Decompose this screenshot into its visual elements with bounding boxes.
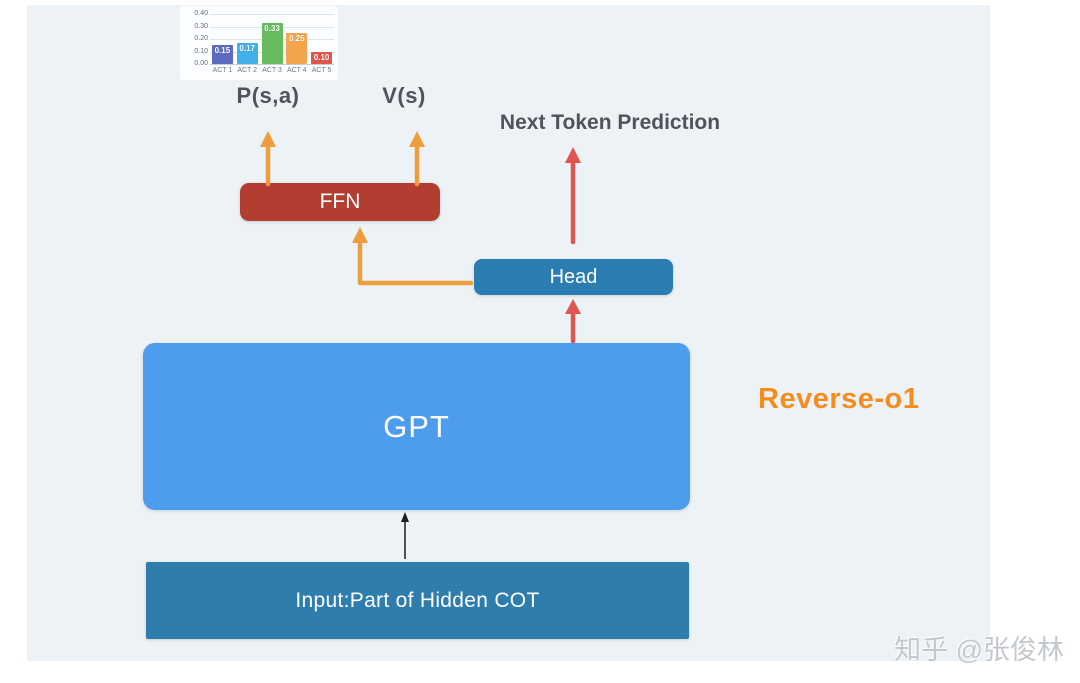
chart-bar-value-label: 0.17	[239, 43, 255, 53]
chart-bar-value-label: 0.25	[289, 33, 305, 43]
chart-xcat-label: ACT 3	[262, 67, 282, 74]
input-box-label: Input:Part of Hidden COT	[295, 588, 540, 612]
reverse-o1-title: Reverse-o1	[758, 383, 920, 415]
chart-xcat-label: ACT 1	[212, 67, 233, 74]
next-token-prediction-label: Next Token Prediction	[499, 111, 721, 134]
value-output-label: V(s)	[382, 83, 426, 108]
ffn-box-label: FFN	[319, 190, 361, 213]
zhihu-watermark: 知乎 @张俊林	[894, 635, 1064, 665]
input-box: Input:Part of Hidden COT	[146, 562, 689, 639]
chart-bar-value-label: 0.33	[264, 23, 280, 33]
chart-bar-act3: 0.33	[261, 22, 283, 64]
chart-bar-act1: 0.15	[211, 45, 233, 64]
policy-output-label: P(s,a)	[236, 83, 300, 108]
chart-gridline	[210, 64, 334, 65]
head-box: Head	[474, 259, 673, 295]
gpt-box: GPT	[143, 343, 690, 510]
chart-gridline	[210, 14, 334, 15]
gpt-box-label: GPT	[383, 408, 450, 444]
chart-xcat-label: ACT 5	[311, 67, 332, 74]
chart-bar-act4: 0.25	[286, 32, 308, 64]
chart-ytick-label: 0.00	[194, 60, 208, 67]
chart-ytick-label: 0.20	[194, 35, 208, 42]
chart-bar-value-label: 0.15	[214, 46, 231, 56]
chart-ytick-label: 0.40	[194, 10, 208, 17]
ffn-box: FFN	[240, 183, 440, 221]
chart-bar-value-label: 0.10	[313, 52, 330, 62]
chart-bar-act5: 0.10	[311, 51, 333, 64]
head-box-label: Head	[549, 265, 598, 288]
chart-xcat-label: ACT 4	[286, 67, 307, 74]
chart-ytick-label: 0.10	[194, 47, 208, 55]
chart-xcat-label: ACT 2	[237, 67, 258, 74]
slide-background-panel	[27, 5, 990, 661]
chart-ytick-label: 0.30	[194, 22, 208, 30]
chart-bar-act2: 0.17	[236, 42, 258, 64]
